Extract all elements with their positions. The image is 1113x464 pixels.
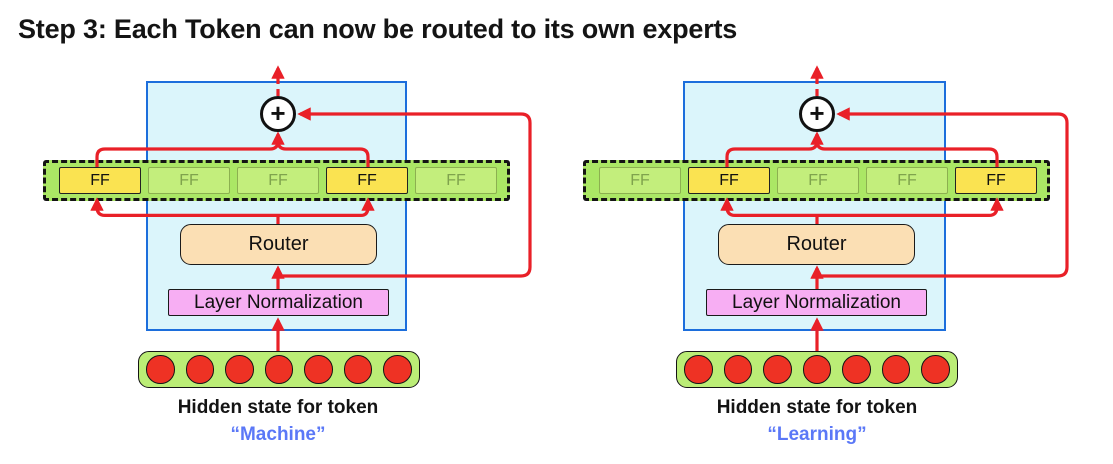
residual-sum-node: +	[799, 96, 835, 132]
hidden-state-dot	[146, 355, 175, 384]
token-name: “Learning”	[767, 424, 867, 445]
ff-expert-selected: FF	[59, 167, 141, 194]
hidden-state-dot	[185, 355, 215, 384]
hidden-state-dot	[343, 355, 373, 384]
layer-normalization-box: Layer Normalization	[706, 289, 927, 316]
token-name: “Machine”	[230, 424, 326, 445]
ff-expert-idle: FF	[866, 167, 948, 194]
ff-expert-idle: FF	[777, 167, 859, 194]
ff-expert-selected: FF	[688, 167, 770, 194]
hidden-state-row	[138, 351, 420, 388]
ff-expert-selected: FF	[326, 167, 408, 194]
ff-expert-idle: FF	[237, 167, 319, 194]
page-title: Step 3: Each Token can now be routed to …	[18, 14, 738, 44]
hidden-state-dot	[881, 355, 911, 384]
hidden-state-dot	[723, 355, 753, 384]
hidden-state-dot	[304, 355, 333, 384]
ff-expert-selected: FF	[955, 167, 1037, 194]
hidden-state-dot	[802, 355, 832, 384]
experts-row: FF FF FF FF FF	[43, 160, 510, 201]
hidden-state-dot	[225, 355, 254, 384]
hidden-state-row	[676, 351, 958, 388]
residual-sum-node: +	[260, 96, 296, 132]
hidden-state-dot	[921, 355, 950, 384]
hidden-state-dot	[264, 355, 294, 384]
hidden-state-dot	[842, 355, 871, 384]
hidden-state-caption: Hidden state for token	[716, 397, 918, 418]
ff-expert-idle: FF	[148, 167, 230, 194]
experts-row: FF FF FF FF FF	[583, 160, 1050, 201]
ff-expert-idle: FF	[415, 167, 497, 194]
hidden-state-dot	[383, 355, 412, 384]
hidden-state-dot	[763, 355, 792, 384]
hidden-state-caption: Hidden state for token	[177, 397, 379, 418]
layer-normalization-box: Layer Normalization	[168, 289, 389, 316]
router-box: Router	[718, 224, 915, 265]
hidden-state-dot	[684, 355, 713, 384]
router-box: Router	[180, 224, 377, 265]
ff-expert-idle: FF	[599, 167, 681, 194]
